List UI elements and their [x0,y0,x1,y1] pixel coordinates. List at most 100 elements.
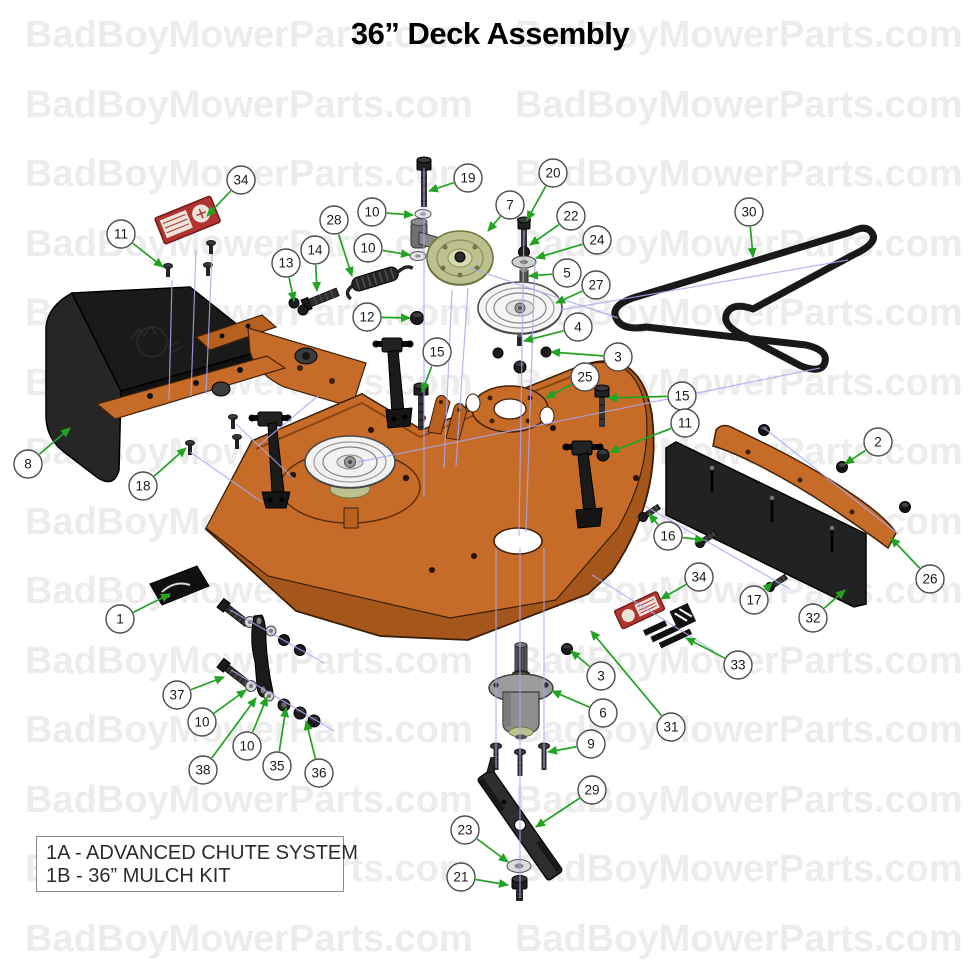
deck-shell [204,360,655,641]
callout-34: 34 [206,165,256,217]
callout-number: 31 [663,720,678,735]
linkage-assembly [216,597,321,728]
callout-33: 33 [685,637,753,680]
leader-arrow [287,277,297,302]
callout-circle [226,165,256,195]
leader-arrow [660,583,687,600]
callout-24: 24 [535,225,612,260]
discharge-baffle-black [665,441,867,608]
leader-arrow [132,242,164,268]
callout-circle [319,205,349,235]
leader-arrow [607,393,668,403]
callout-25: 25 [545,362,600,399]
callout-number: 35 [269,759,284,774]
callout-circle [422,337,452,367]
callout-8: 8 [13,427,71,479]
alignment-line [229,609,325,664]
callout-circle [684,562,714,592]
callout-circle [300,235,330,265]
leader-arrow [590,630,663,717]
callout-number: 13 [278,256,293,271]
deck-nut-3 [561,643,573,655]
callout-number: 22 [563,209,578,224]
alignment-line [190,249,197,397]
callout-circle [352,302,382,332]
callout-number: 28 [326,213,341,228]
callout-number: 10 [360,241,375,256]
leader-arrow [487,215,501,232]
callout-17: 17 [739,582,773,615]
leader-arrow [303,720,317,759]
callout-15: 15 [420,337,452,393]
callout-3: 3 [570,650,616,691]
callout-31: 31 [590,630,686,742]
leader-arrow [648,513,659,526]
deck-belt [611,224,877,373]
warning-decal [154,195,221,245]
callout-number: 30 [741,205,756,220]
callout-4: 4 [523,312,593,344]
callout-circle [570,362,600,392]
callout-layer: 3411191028141310127202224527304325158181… [13,158,945,892]
callout-circle [105,604,135,634]
callout-circle [586,661,616,691]
leader-arrow [420,365,433,393]
callout-circle [538,158,568,188]
callout-circle [188,755,218,785]
callout-circle [552,258,582,288]
alignment-line [235,423,295,480]
callout-9: 9 [547,729,606,759]
callout-number: 27 [588,278,603,293]
callout-6: 6 [551,690,618,728]
callout-number: 14 [307,243,323,258]
callout-circle [162,680,192,710]
leader-arrow [312,264,322,292]
idler-arm-pulley [409,156,494,325]
leader-arrow [153,447,187,477]
callout-circle [582,225,612,255]
callout-37: 37 [162,676,225,710]
callout-2: 2 [844,427,893,465]
legend-line-1b: 1B - 36” MULCH KIT [46,865,231,887]
callout-number: 15 [429,345,444,360]
alignment-line [644,505,791,590]
leader-arrow [206,190,232,217]
leader-arrow [251,696,268,733]
callout-number: 3 [614,350,622,365]
blade-washer [506,859,532,873]
spindle-assembly [488,642,554,740]
leader-arrow [545,383,573,399]
callout-number: 10 [239,739,254,754]
callout-number: 37 [169,688,184,703]
callout-circle [556,201,586,231]
callout-12: 12 [352,302,411,332]
callout-38: 38 [188,697,257,785]
callout-30: 30 [734,197,764,258]
callout-circle [450,815,480,845]
callout-circle [453,163,483,193]
callout-number: 21 [453,870,468,885]
callout-circle [262,751,292,781]
callout-circle [588,698,618,728]
leader-arrow [278,707,290,752]
callout-number: 20 [545,166,560,181]
callout-number: 26 [922,572,937,587]
callout-10: 10 [353,233,411,263]
callout-circle [495,190,525,220]
spring-bolt [300,287,340,312]
callout-number: 38 [195,763,210,778]
callout-number: 33 [730,658,745,673]
badboy-logo-decal [642,603,697,649]
callout-number: 17 [746,593,761,608]
callout-circle [232,731,262,761]
chute-bolts [163,240,242,455]
leader-arrow [38,427,71,455]
callout-circle [106,219,136,249]
callout-circle [581,270,611,300]
leader-arrow [133,593,171,614]
callout-number: 23 [457,823,472,838]
callout-circle [653,521,683,551]
callout-circle [734,197,764,227]
callout-32: 32 [798,589,846,633]
